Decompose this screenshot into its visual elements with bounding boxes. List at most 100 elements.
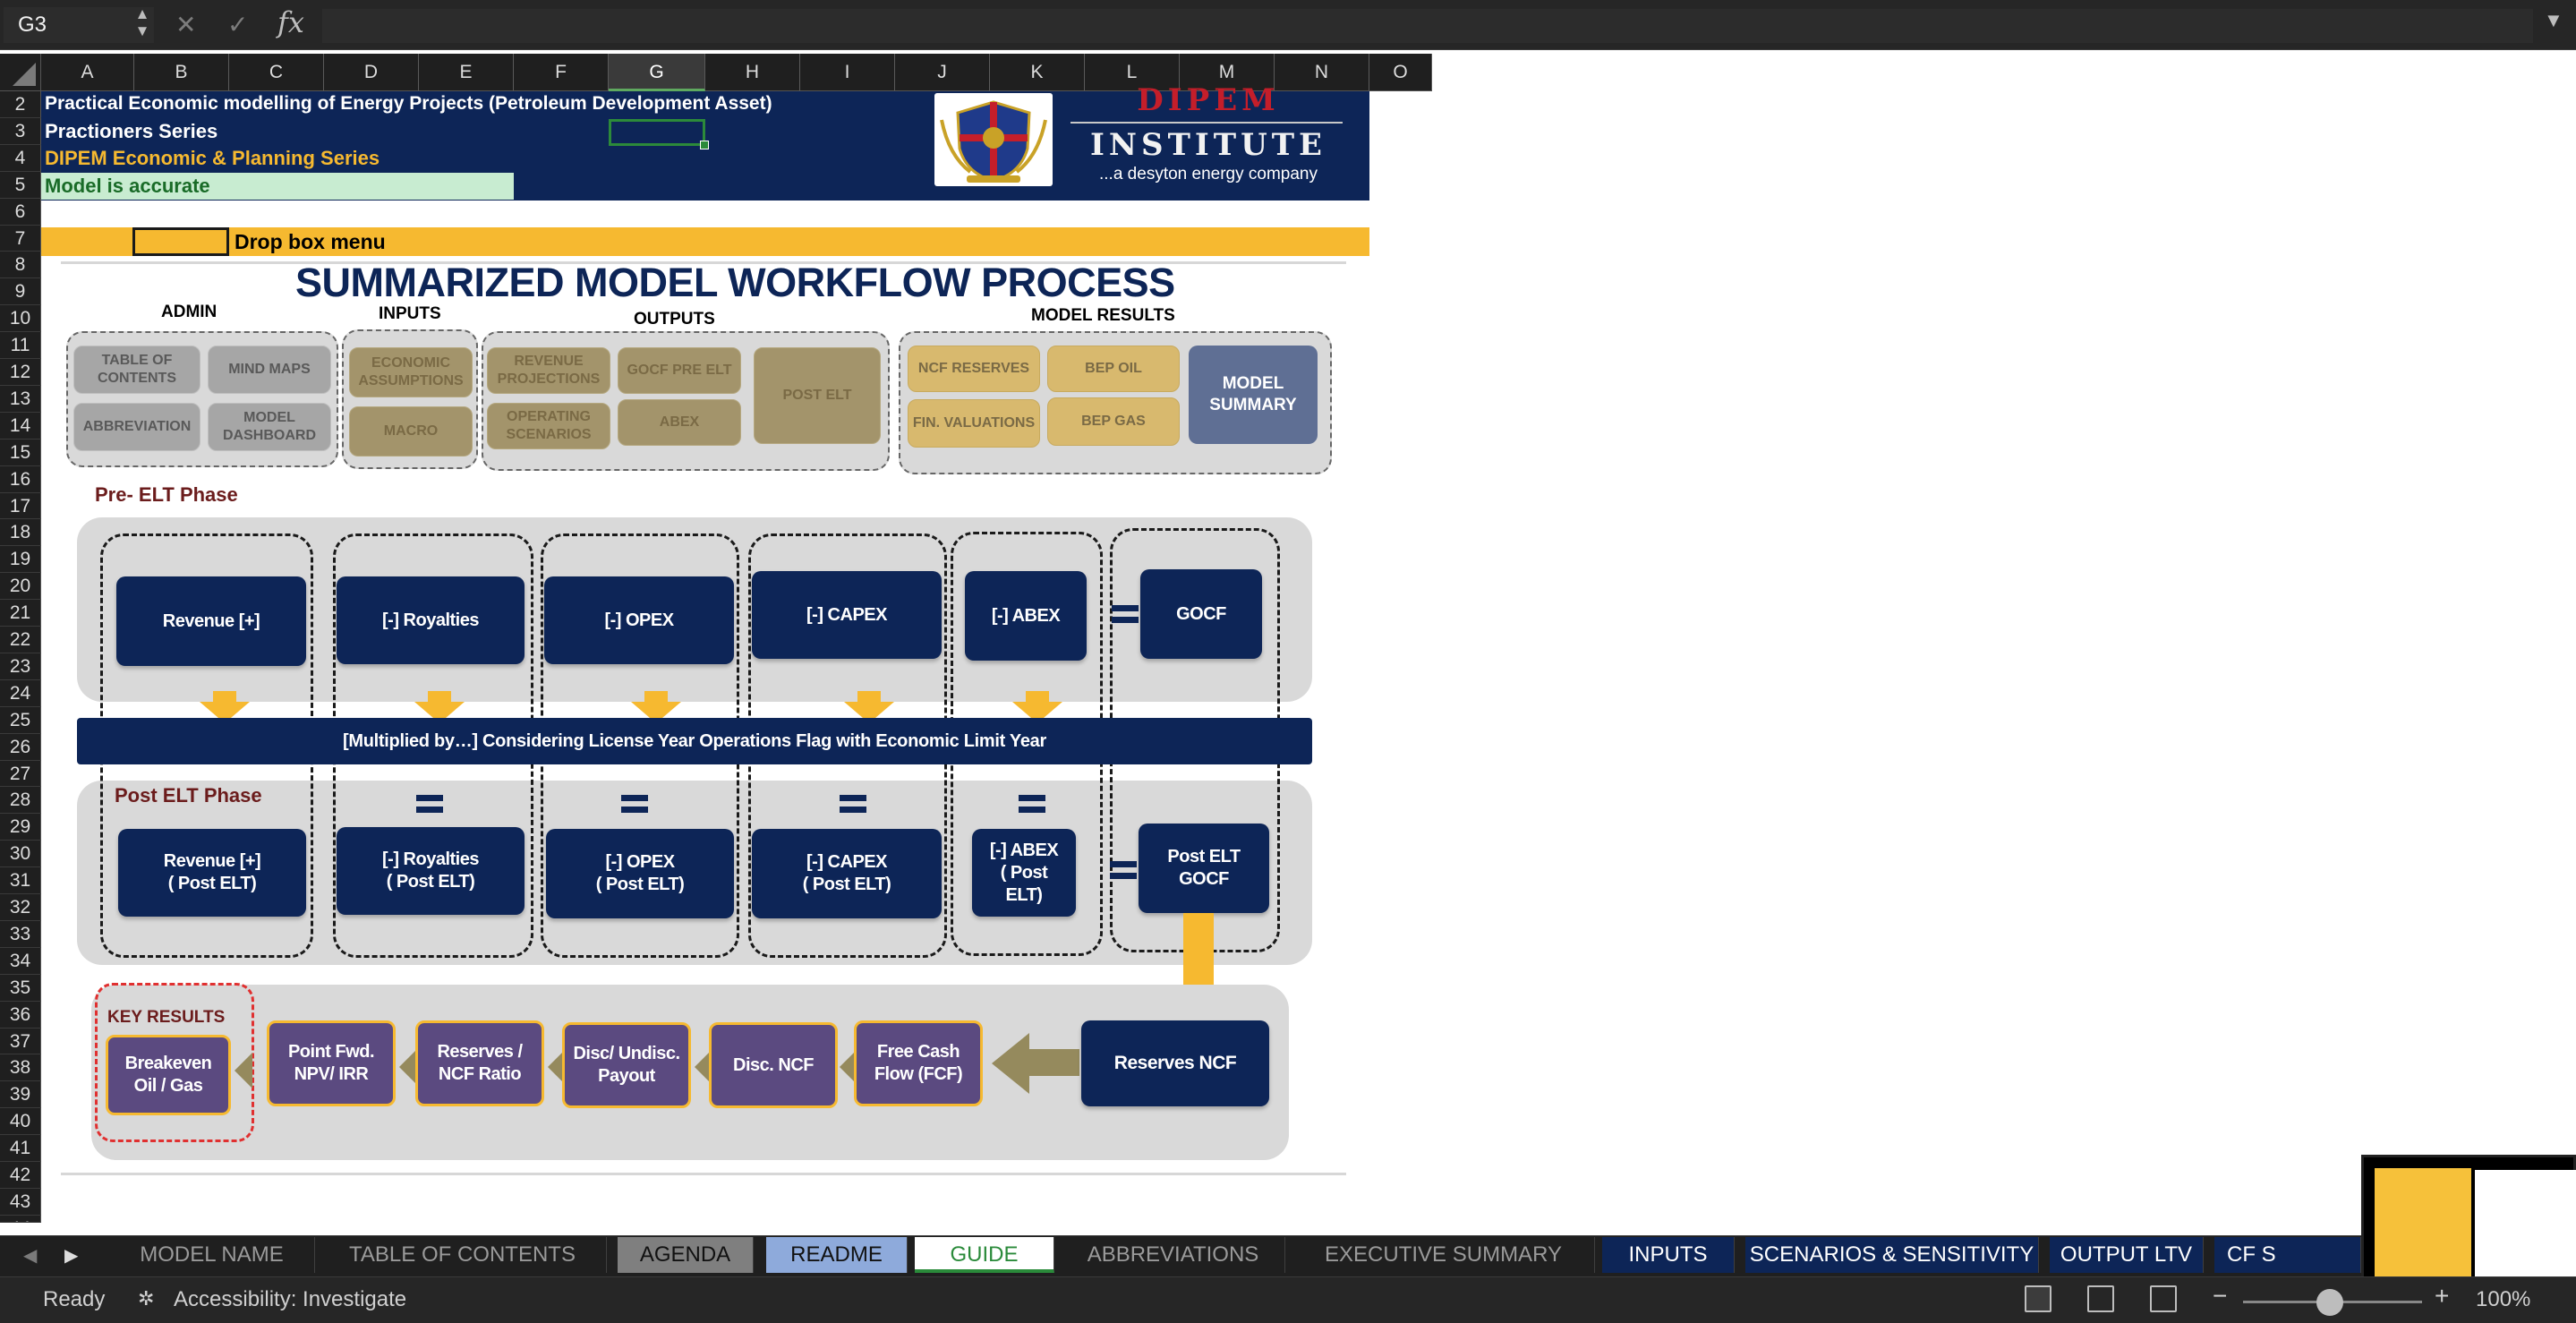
row-header-41[interactable]: 41 (0, 1135, 41, 1162)
column-header-h[interactable]: H (705, 54, 800, 91)
tab-cf-s[interactable]: CF S (2214, 1237, 2361, 1273)
page-layout-view-icon[interactable] (2087, 1285, 2114, 1312)
nav-economic-assumptions[interactable]: ECONOMIC ASSUMPTIONS (349, 347, 473, 397)
row-header-8[interactable]: 8 (0, 252, 41, 278)
row-header-9[interactable]: 9 (0, 278, 41, 305)
column-header-a[interactable]: A (41, 54, 134, 91)
nav-abbreviation[interactable]: ABBREVIATION (73, 403, 200, 451)
row-header-40[interactable]: 40 (0, 1108, 41, 1135)
tab-table-of-contents[interactable]: TABLE OF CONTENTS (319, 1237, 607, 1273)
row-header-11[interactable]: 11 (0, 332, 41, 359)
tab-scenarios-sensitivity[interactable]: SCENARIOS & SENSITIVITY (1745, 1237, 2039, 1273)
nav-bep-gas[interactable]: BEP GAS (1047, 397, 1180, 446)
formula-input[interactable] (322, 9, 2533, 43)
page-break-view-icon[interactable] (2150, 1285, 2177, 1312)
row-header-42[interactable]: 42 (0, 1162, 41, 1189)
row-header-25[interactable]: 25 (0, 707, 41, 734)
row-header-10[interactable]: 10 (0, 305, 41, 332)
confirm-icon[interactable]: ✓ (227, 11, 249, 38)
nav-bep-oil[interactable]: BEP OIL (1047, 346, 1180, 392)
nav-model-summary[interactable]: MODEL SUMMARY (1189, 346, 1318, 444)
row-header-30[interactable]: 30 (0, 841, 41, 867)
row-header-5[interactable]: 5 (0, 172, 41, 199)
tab-prev-icon[interactable]: ◀ (23, 1246, 38, 1266)
cancel-icon[interactable]: ✕ (175, 11, 197, 38)
column-header-i[interactable]: I (800, 54, 895, 91)
nav-revenue-projections[interactable]: REVENUE PROJECTIONS (487, 347, 610, 394)
tab-abbreviations[interactable]: ABBREVIATIONS (1062, 1237, 1285, 1273)
row-header-37[interactable]: 37 (0, 1029, 41, 1054)
accessibility-icon[interactable]: ✲ (138, 1287, 155, 1310)
nav-fin-valuations[interactable]: FIN. VALUATIONS (908, 399, 1040, 448)
row-header-2[interactable]: 2 (0, 91, 41, 118)
select-all-corner[interactable] (0, 54, 41, 91)
row-header-3[interactable]: 3 (0, 118, 41, 145)
fx-icon[interactable]: fx (277, 5, 304, 39)
tab-inputs[interactable]: INPUTS (1602, 1237, 1735, 1273)
column-header-k[interactable]: K (990, 54, 1085, 91)
column-header-d[interactable]: D (324, 54, 419, 91)
nav-ncf-reserves[interactable]: NCF RESERVES (908, 346, 1040, 392)
dropbox-menu[interactable] (132, 227, 229, 256)
row-header-34[interactable]: 34 (0, 948, 41, 975)
nav-macro[interactable]: MACRO (349, 406, 473, 457)
row-header-19[interactable]: 19 (0, 546, 41, 573)
row-header-14[interactable]: 14 (0, 413, 41, 440)
screenshot-thumbnail[interactable] (2361, 1155, 2576, 1296)
accessibility-status[interactable]: Accessibility: Investigate (174, 1287, 407, 1311)
tab-agenda[interactable]: AGENDA (618, 1237, 754, 1273)
zoom-level[interactable]: 100% (2476, 1287, 2531, 1311)
row-header-15[interactable]: 15 (0, 440, 41, 466)
nav-gocf-pre-elt[interactable]: GOCF PRE ELT (618, 347, 741, 394)
row-header-44[interactable]: 44 (0, 1216, 41, 1223)
name-box[interactable]: G3 (4, 7, 154, 43)
row-header-27[interactable]: 27 (0, 761, 41, 787)
row-header-20[interactable]: 20 (0, 573, 41, 600)
tab-model-name[interactable]: MODEL NAME (109, 1237, 315, 1273)
row-header-28[interactable]: 28 (0, 787, 41, 814)
row-header-18[interactable]: 18 (0, 519, 41, 546)
row-header-38[interactable]: 38 (0, 1054, 41, 1081)
column-header-c[interactable]: C (229, 54, 324, 91)
column-header-o[interactable]: O (1369, 54, 1432, 91)
row-header-21[interactable]: 21 (0, 600, 41, 627)
row-header-39[interactable]: 39 (0, 1081, 41, 1108)
nav-abex[interactable]: ABEX (618, 399, 741, 446)
column-header-f[interactable]: F (514, 54, 609, 91)
tab-executive-summary[interactable]: EXECUTIVE SUMMARY (1292, 1237, 1595, 1273)
tab-guide[interactable]: GUIDE (915, 1237, 1054, 1273)
row-header-43[interactable]: 43 (0, 1189, 41, 1216)
row-header-17[interactable]: 17 (0, 493, 41, 519)
row-header-7[interactable]: 7 (0, 226, 41, 252)
normal-view-icon[interactable] (2025, 1285, 2051, 1312)
zoom-in-icon[interactable]: + (2435, 1282, 2450, 1310)
zoom-out-icon[interactable]: − (2213, 1282, 2228, 1310)
column-header-l[interactable]: L (1085, 54, 1180, 91)
column-header-e[interactable]: E (419, 54, 514, 91)
expand-formula-icon[interactable]: ▼ (2544, 9, 2563, 31)
nav-model-dashboard[interactable]: MODEL DASHBOARD (208, 403, 331, 451)
row-header-23[interactable]: 23 (0, 653, 41, 680)
column-header-j[interactable]: J (895, 54, 990, 91)
name-box-stepper[interactable]: ▲▼ (134, 5, 150, 39)
nav-operating-scenarios[interactable]: OPERATING SCENARIOS (487, 403, 610, 449)
row-header-32[interactable]: 32 (0, 894, 41, 921)
row-header-24[interactable]: 24 (0, 680, 41, 707)
row-header-31[interactable]: 31 (0, 867, 41, 894)
column-header-n[interactable]: N (1275, 54, 1369, 91)
row-header-26[interactable]: 26 (0, 734, 41, 761)
row-header-35[interactable]: 35 (0, 975, 41, 1002)
tab-output-ltv[interactable]: OUTPUT LTV (2050, 1237, 2204, 1273)
column-header-g[interactable]: G (609, 54, 705, 91)
row-header-4[interactable]: 4 (0, 145, 41, 172)
column-header-b[interactable]: B (134, 54, 229, 91)
row-header-16[interactable]: 16 (0, 466, 41, 493)
nav-post-elt[interactable]: POST ELT (754, 347, 881, 444)
row-header-22[interactable]: 22 (0, 627, 41, 653)
tab-readme[interactable]: README (766, 1237, 908, 1273)
row-header-12[interactable]: 12 (0, 359, 41, 386)
selected-cell-g3[interactable] (609, 119, 709, 149)
zoom-slider-handle[interactable] (2316, 1289, 2343, 1316)
row-header-36[interactable]: 36 (0, 1002, 41, 1029)
row-header-33[interactable]: 33 (0, 921, 41, 948)
